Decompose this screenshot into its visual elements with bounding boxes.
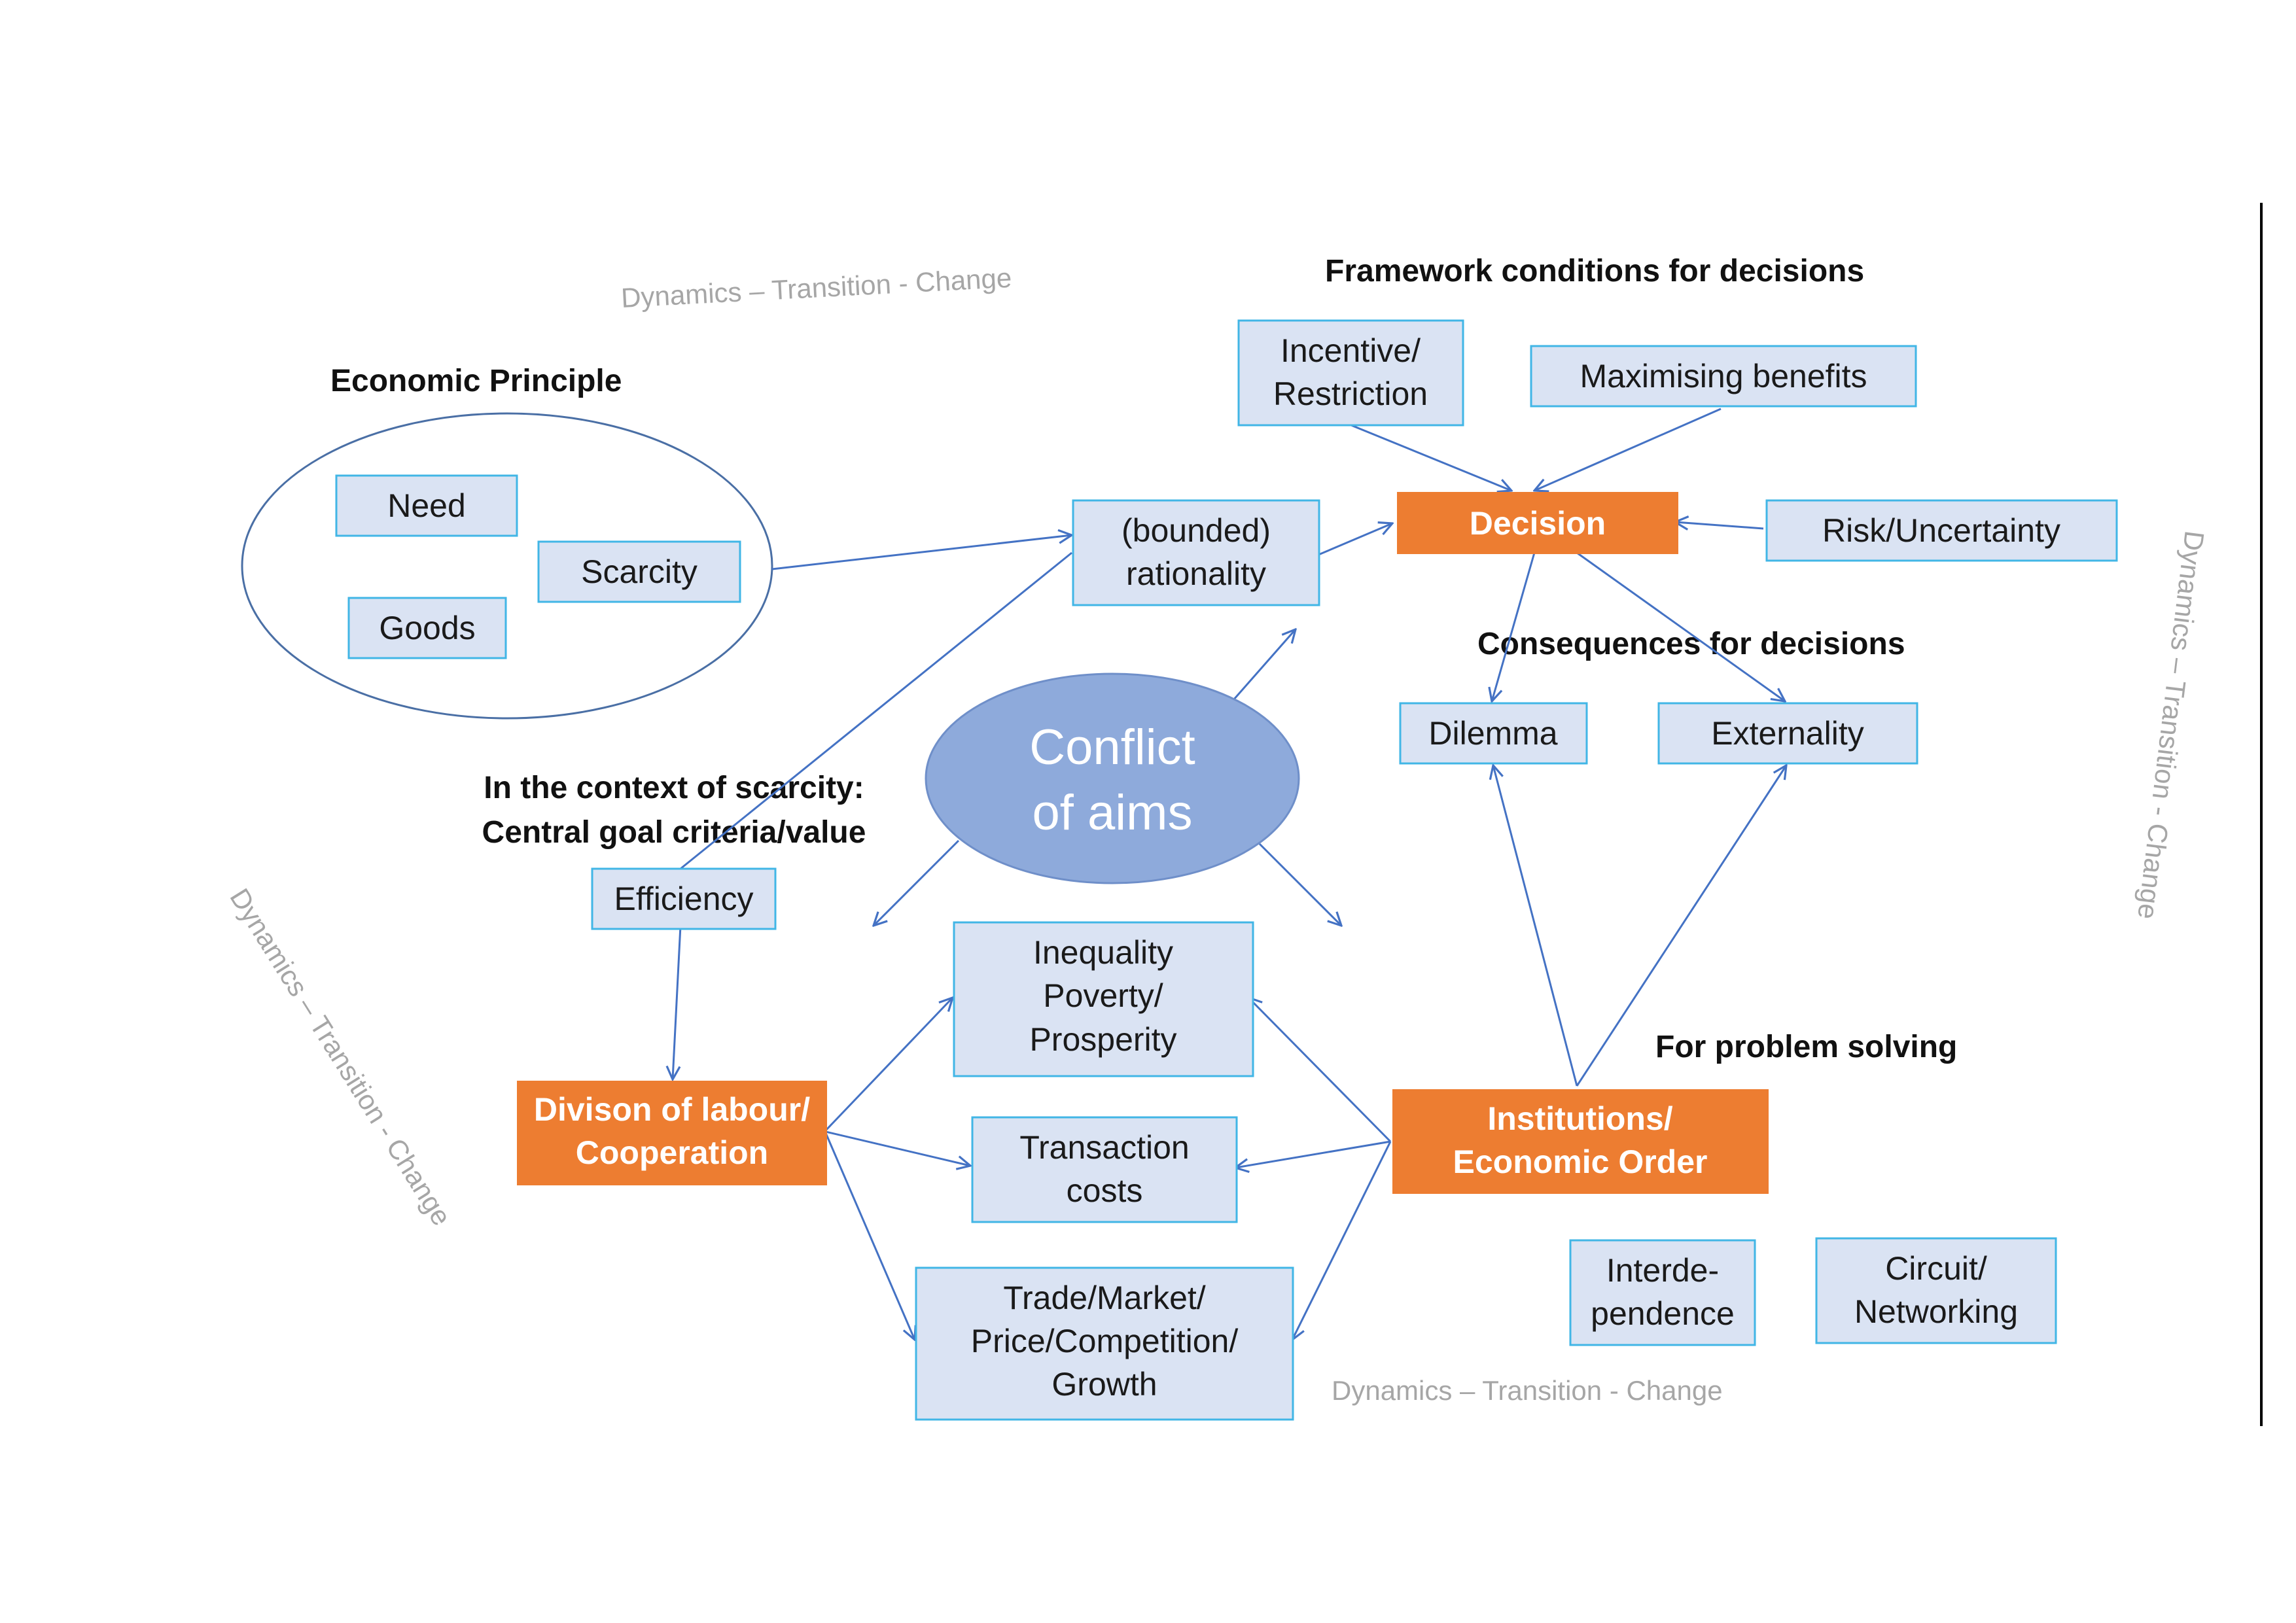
transaction-label-line2: costs (1067, 1172, 1143, 1209)
inequality-label-line3: Prosperity (1029, 1021, 1176, 1058)
arrow-division-trade (824, 1132, 915, 1340)
connectors (673, 408, 1786, 1340)
rationality-label-line1: (bounded) (1122, 512, 1271, 549)
interdependence-label-line2: pendence (1591, 1295, 1735, 1332)
concept-box-transaction-costs: Transaction costs (971, 1116, 1238, 1223)
goods-label: Goods (379, 610, 475, 646)
concept-box-maximising-benefits: Maximising benefits (1530, 345, 1917, 408)
division-label-line2: Cooperation (576, 1134, 768, 1171)
dynamics-label-right: Dynamics – Transition - Change (2132, 529, 2210, 921)
incentive-label-line2: Restriction (1273, 375, 1428, 412)
heading-framework-conditions: Framework conditions for decisions (1325, 254, 1864, 288)
dynamics-label-bottom: Dynamics – Transition - Change (1332, 1375, 1723, 1406)
concept-box-scarcity: Scarcity (537, 540, 741, 603)
arrow-conflict-downright (1258, 843, 1341, 926)
concept-box-interdependence: Interde- pendence (1569, 1239, 1756, 1346)
heading-context-line1: In the context of scarcity: (484, 771, 864, 805)
decision-label: Decision (1470, 505, 1606, 542)
concept-box-trade-market: Trade/Market/ Price/Competition/ Growth (915, 1266, 1294, 1421)
line-efficiency-rationality (680, 551, 1072, 870)
transaction-label-line1: Transaction (1019, 1129, 1189, 1166)
inequality-label-line2: Poverty/ (1043, 977, 1163, 1014)
concept-box-efficiency: Efficiency (591, 867, 777, 930)
arrow-maximising-decision (1534, 408, 1722, 491)
need-label: Need (387, 487, 466, 524)
dilemma-label: Dilemma (1428, 715, 1557, 752)
heading-economic-principle: Economic Principle (330, 364, 622, 398)
trade-label-line2: Price/Competition/ (971, 1323, 1239, 1359)
circuit-label-line1: Circuit/ (1885, 1250, 1987, 1287)
arrow-scarcity-rationality (771, 535, 1072, 570)
arrow-division-inequality (824, 998, 953, 1132)
orange-box-institutions: Institutions/ Economic Order (1392, 1089, 1769, 1194)
institutions-label-line2: Economic Order (1453, 1143, 1708, 1180)
externality-label: Externality (1711, 715, 1863, 752)
arrow-institutions-inequality (1248, 998, 1392, 1143)
arrow-rationality-decision (1318, 523, 1392, 556)
arrow-institutions-dilemma (1493, 765, 1578, 1087)
arrow-decision-externality (1576, 551, 1785, 701)
economic-principle-ellipse (241, 412, 773, 720)
efficiency-label: Efficiency (614, 881, 753, 917)
heading-problem-solving: For problem solving (1655, 1030, 1957, 1064)
arrow-conflict-downleft (874, 839, 960, 926)
dynamics-label-left: Dynamics – Transition - Change (224, 883, 457, 1231)
arrow-efficiency-division (673, 925, 682, 1079)
conflict-of-aims-node: Conflict of aims (925, 672, 1300, 884)
orange-box-division-of-labour: Divison of labour/ Cooperation (517, 1081, 827, 1185)
trade-label-line3: Growth (1051, 1366, 1157, 1403)
concept-box-inequality: Inequality Poverty/ Prosperity (953, 921, 1254, 1077)
incentive-label-line1: Incentive/ (1280, 332, 1421, 369)
inequality-label-line1: Inequality (1033, 934, 1173, 971)
risk-label: Risk/Uncertainty (1822, 512, 2060, 549)
concept-box-need: Need (335, 474, 518, 537)
concept-box-bounded-rationality: (bounded) rationality (1072, 499, 1320, 606)
arrow-institutions-transaction (1235, 1140, 1391, 1168)
arrow-institutions-trade (1292, 1141, 1392, 1340)
arrow-institutions-externality (1576, 765, 1786, 1087)
arrow-division-transaction (825, 1130, 970, 1166)
arrow-incentive-decision (1351, 424, 1511, 491)
dynamics-label-top: Dynamics – Transition - Change (620, 262, 1012, 313)
trade-label-line1: Trade/Market/ (1003, 1280, 1205, 1316)
concept-box-circuit-networking: Circuit/ Networking (1815, 1237, 2057, 1344)
heading-consequences: Consequences for decisions (1477, 627, 1905, 661)
concept-box-externality: Externality (1657, 702, 1918, 765)
arrow-risk-decision (1675, 522, 1764, 529)
arrow-decision-dilemma (1492, 552, 1536, 701)
orange-box-decision: Decision (1397, 492, 1678, 554)
concept-box-incentive-restriction: Incentive/ Restriction (1237, 319, 1464, 427)
concept-box-goods: Goods (347, 597, 507, 659)
maximising-label: Maximising benefits (1580, 358, 1867, 394)
conflict-label-line2: of aims (1033, 785, 1193, 841)
concept-box-dilemma: Dilemma (1399, 702, 1588, 765)
interdependence-label-line1: Interde- (1606, 1252, 1719, 1289)
heading-context-line2: Central goal criteria/value (482, 815, 866, 850)
division-label-line1: Divison of labour/ (534, 1091, 810, 1128)
institutions-label-line1: Institutions/ (1487, 1100, 1672, 1137)
arrow-conflict-up (1232, 629, 1296, 701)
rationality-label-line2: rationality (1126, 555, 1266, 592)
concept-box-risk-uncertainty: Risk/Uncertainty (1765, 499, 2118, 562)
conflict-label-line1: Conflict (1029, 720, 1195, 775)
circuit-label-line2: Networking (1854, 1293, 2018, 1330)
scarcity-label: Scarcity (581, 553, 698, 590)
